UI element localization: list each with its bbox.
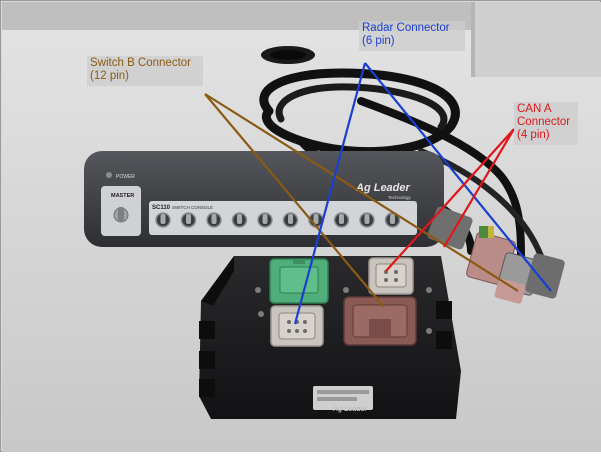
can-a-pointer-line-module <box>385 128 515 272</box>
cubicle-wall <box>471 2 601 77</box>
section-toggle-lever <box>237 214 242 224</box>
annotation-lines <box>204 62 552 325</box>
console-power-label: POWER <box>116 174 135 180</box>
switch-b-connector <box>343 296 417 346</box>
radar-connector <box>270 305 324 347</box>
radar-pointer-line-module <box>293 62 367 325</box>
switch-b-connector-callout: Switch B Connector (12 pin) <box>87 56 203 86</box>
console-subtitle-label: SWITCH CONSOLE <box>172 205 213 210</box>
can-a-pointer-line-plug <box>443 128 515 248</box>
console-brand-sub-label: Technology <box>388 195 412 200</box>
can-a-connector <box>368 257 414 295</box>
switch-b-pointer-line-plug <box>204 93 519 292</box>
section-toggle-lever <box>288 214 293 224</box>
section-toggle-lever <box>339 214 344 224</box>
section-toggle-lever <box>262 214 268 224</box>
console-master-label: MASTER <box>111 193 134 199</box>
can-a-connector-callout: CAN A Connector (4 pin) <box>514 102 578 145</box>
section-toggle-lever <box>313 214 319 224</box>
section-toggle-lever <box>364 214 370 224</box>
module-brand-label: Ag Leader <box>332 406 369 413</box>
switch-console: POWER MASTER SC110 SWITCH CONSOLE Ag Lea… <box>84 151 444 247</box>
section-toggles <box>155 212 401 228</box>
section-toggle-lever <box>160 214 166 224</box>
green-connector <box>269 258 329 304</box>
console-brand-label: Ag Leader <box>355 182 411 194</box>
radar-connector-callout: Radar Connector (6 pin) <box>359 21 465 51</box>
switch-b-pointer-line-module <box>204 93 385 308</box>
section-toggle-lever <box>211 214 217 224</box>
console-model-label: SC110 <box>152 205 171 211</box>
section-toggle-lever <box>390 214 395 224</box>
section-toggle-lever <box>186 214 191 224</box>
radar-pointer-line-plug <box>364 62 552 292</box>
control-module: Ag Leader <box>199 256 461 419</box>
